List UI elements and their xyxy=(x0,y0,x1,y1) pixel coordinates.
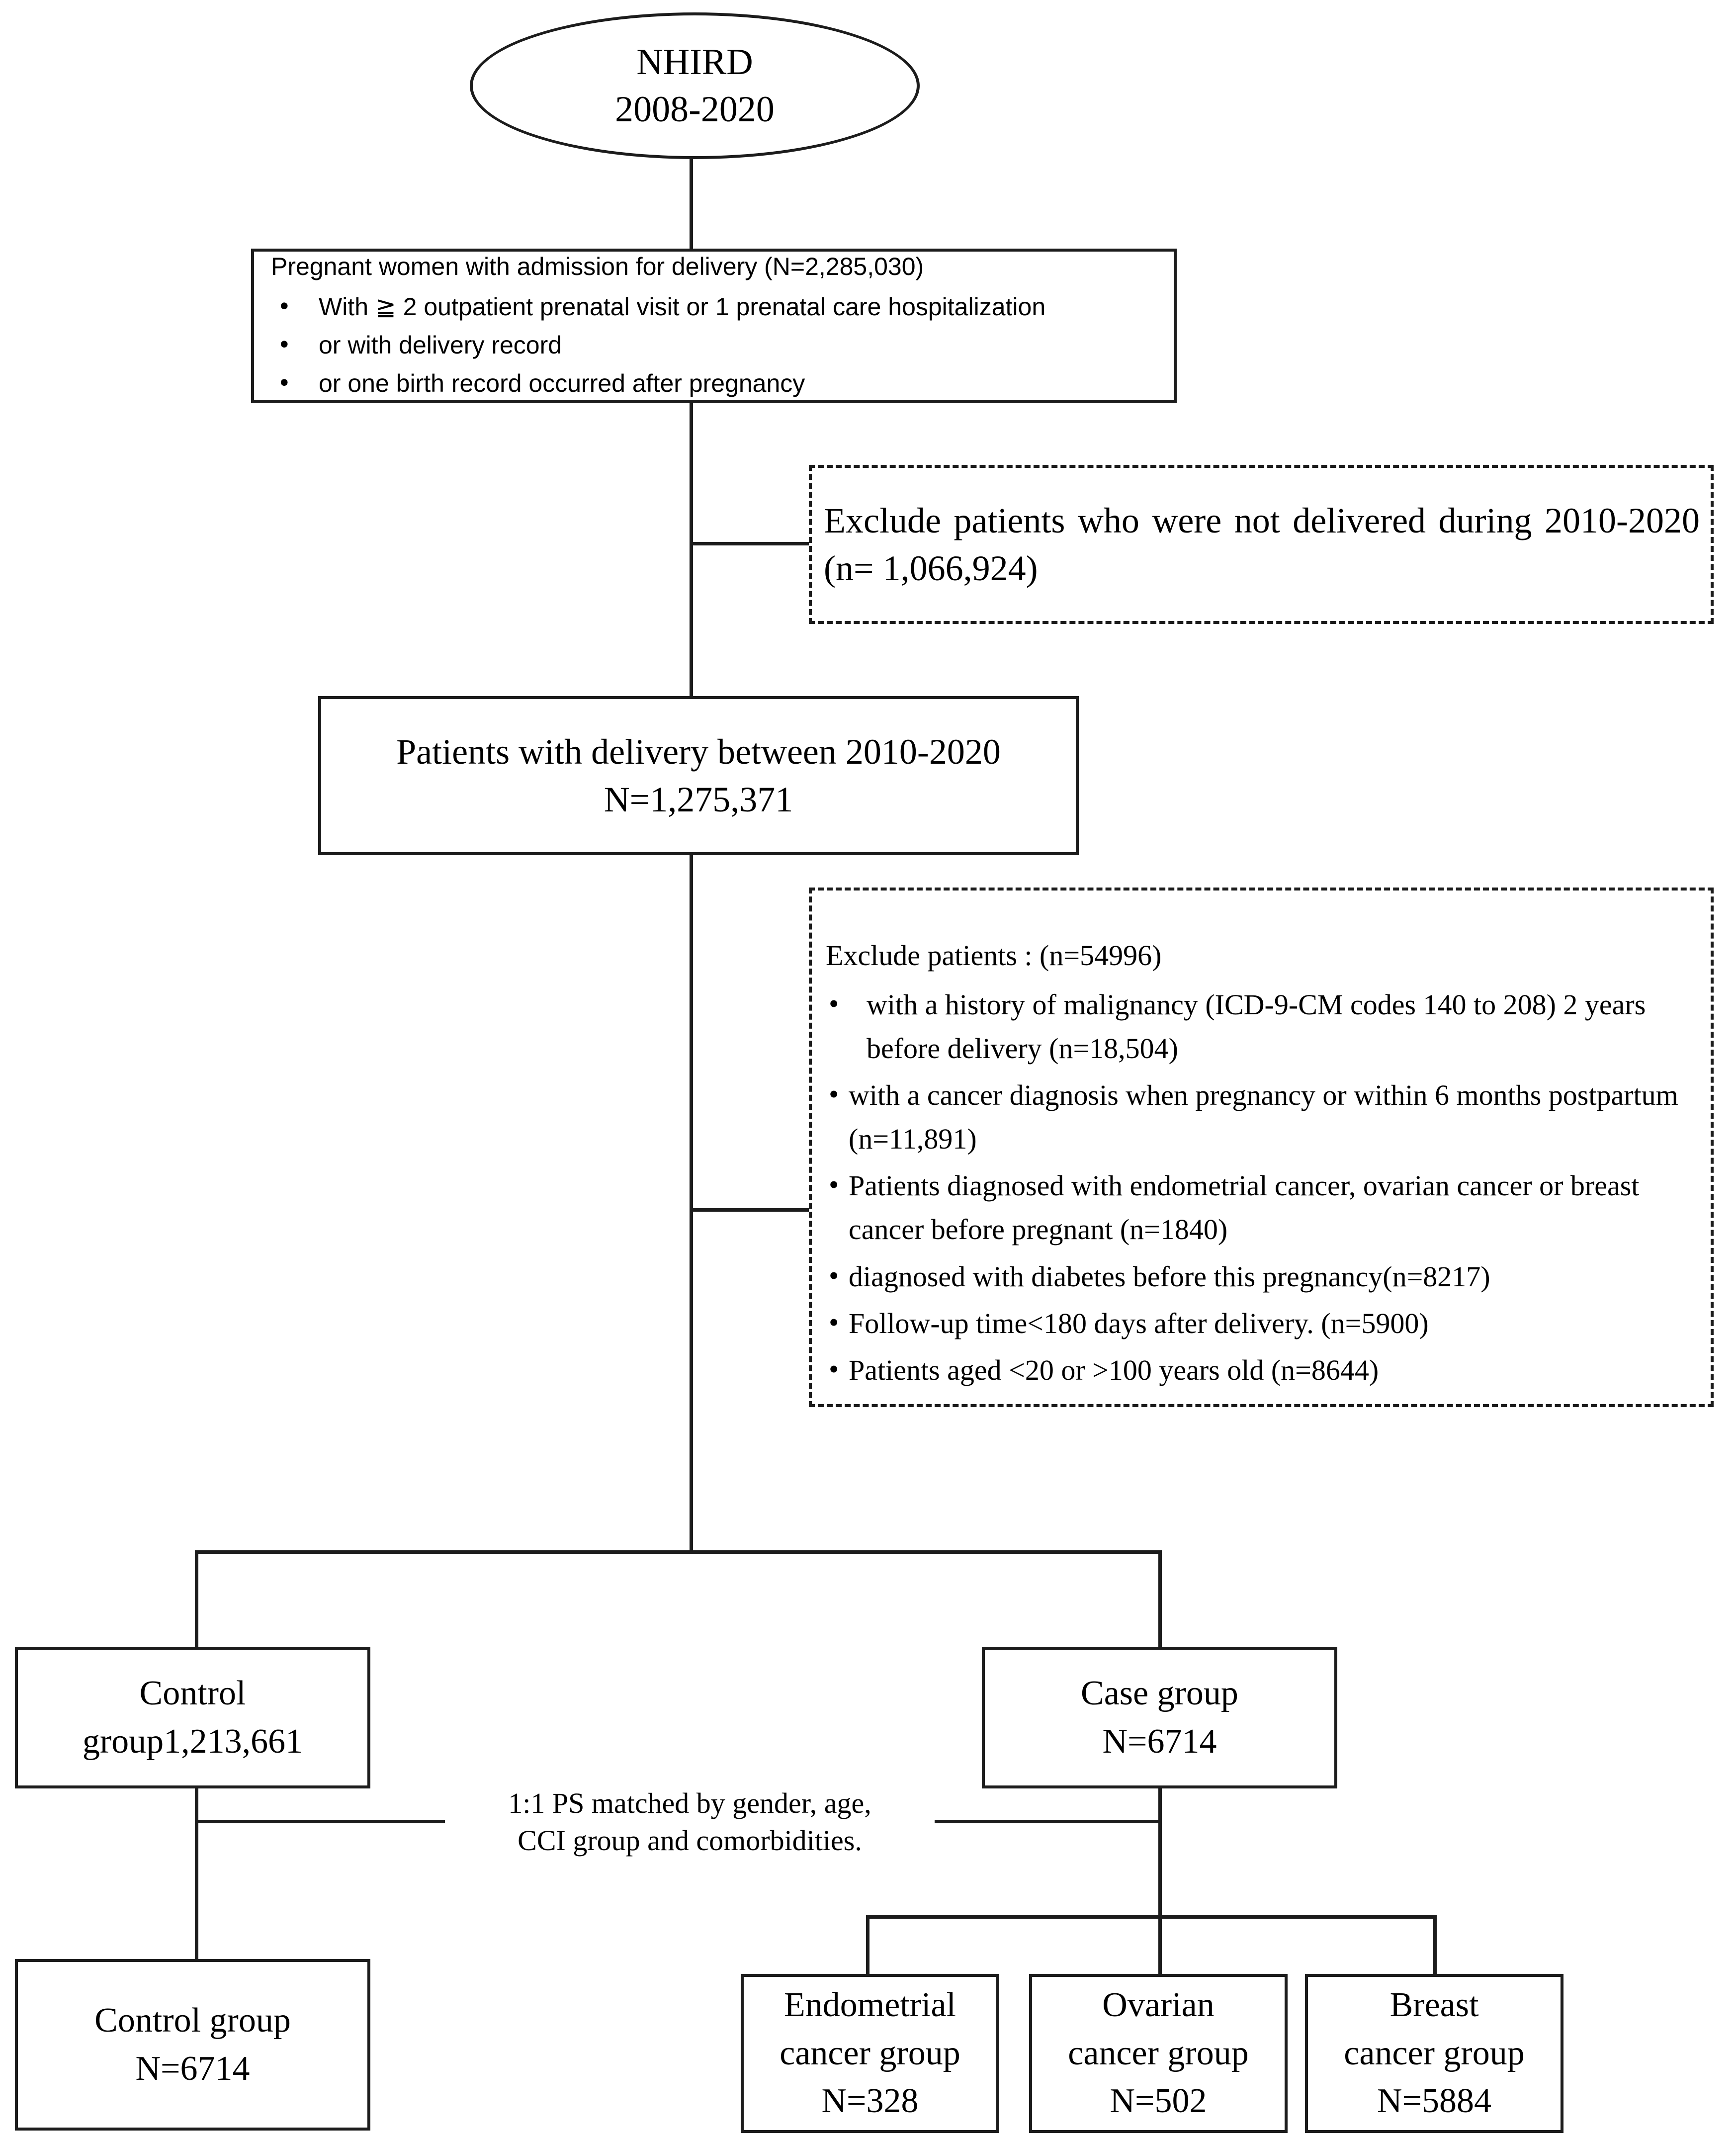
ovarian-line-1: Ovarian xyxy=(1102,1986,1215,2025)
connector-case-group-down xyxy=(1158,1788,1162,1915)
source-population-header: Pregnant women with admission for delive… xyxy=(271,253,924,280)
list-item: with a cancer diagnosis when pregnancy o… xyxy=(826,1072,1706,1161)
breast-line-3: N=5884 xyxy=(1377,2082,1492,2121)
connector-eligible-to-split xyxy=(690,855,693,1551)
list-item: with a history of malignancy (ICD-9-CM c… xyxy=(826,982,1706,1070)
ovarian-line-2: cancer group xyxy=(1068,2034,1249,2072)
connector-outcome-drop-ovarian xyxy=(1158,1915,1162,1976)
node-breast-cancer-group: Breast cancer group N=5884 xyxy=(1305,1974,1563,2133)
list-item: Follow-up time<180 days after delivery. … xyxy=(826,1301,1706,1345)
connector-outcome-split-bar xyxy=(866,1915,1437,1919)
connector-branch-exclusion-2 xyxy=(690,1208,811,1212)
node-control-pool: Control group1,213,661 xyxy=(15,1647,370,1788)
eligible-line-1: Patients with delivery between 2010-2020 xyxy=(396,731,1001,772)
breast-line-1: Breast xyxy=(1389,1986,1479,2025)
exclusion-1-text: Exclude patients who were not delivered … xyxy=(824,500,1700,588)
node-nhird-source: NHIRD 2008-2020 xyxy=(470,12,920,159)
control-matched-line-2: N=6714 xyxy=(135,2049,250,2088)
connector-split-left-drop xyxy=(195,1550,198,1650)
endometrial-line-3: N=328 xyxy=(821,2082,919,2121)
ps-matching-line-1: 1:1 PS matched by gender, age, xyxy=(508,1787,871,1819)
node-case-group: Case group N=6714 xyxy=(982,1647,1337,1788)
connector-outcome-drop-breast xyxy=(1433,1915,1437,1976)
list-item: or one birth record occurred after pregn… xyxy=(271,365,1045,401)
node-exclusion-criteria-list: Exclude patients : (n=54996) with a hist… xyxy=(809,888,1714,1407)
nhird-label: NHIRD xyxy=(636,41,753,83)
endometrial-line-2: cancer group xyxy=(780,2034,960,2072)
ovarian-line-3: N=502 xyxy=(1110,2082,1207,2121)
node-endometrial-cancer-group: Endometrial cancer group N=328 xyxy=(741,1974,999,2133)
node-eligible-deliveries: Patients with delivery between 2010-2020… xyxy=(318,696,1079,855)
label-ps-matching: 1:1 PS matched by gender, age, CCI group… xyxy=(445,1782,935,1862)
node-control-matched: Control group N=6714 xyxy=(15,1959,370,2131)
case-group-line-2: N=6714 xyxy=(1102,1722,1217,1761)
case-group-line-1: Case group xyxy=(1081,1674,1238,1712)
breast-line-2: cancer group xyxy=(1344,2034,1525,2072)
ps-matching-line-2: CCI group and comorbidities. xyxy=(518,1824,862,1857)
node-ovarian-cancer-group: Ovarian cancer group N=502 xyxy=(1029,1974,1288,2133)
list-item: With ≧ 2 outpatient prenatal visit or 1 … xyxy=(271,288,1045,325)
connector-split-right-drop xyxy=(1158,1550,1162,1650)
connector-oval-to-source xyxy=(690,159,693,251)
exclusion-2-header: Exclude patients : (n=54996) xyxy=(826,939,1162,972)
node-source-population: Pregnant women with admission for delive… xyxy=(251,249,1177,403)
list-item: or with delivery record xyxy=(271,327,1045,363)
node-exclusion-not-delivered: Exclude patients who were not delivered … xyxy=(809,465,1714,624)
list-item: diagnosed with diabetes before this preg… xyxy=(826,1254,1706,1299)
control-pool-line-1: Control xyxy=(139,1674,246,1712)
list-item: Patients aged <20 or >100 years old (n=8… xyxy=(826,1347,1706,1392)
connector-outcome-drop-endometrial xyxy=(866,1915,869,1976)
exclusion-2-criteria: with a history of malignancy (ICD-9-CM c… xyxy=(826,982,1706,1395)
connector-control-pool-down xyxy=(195,1788,198,1960)
list-item: Patients diagnosed with endometrial canc… xyxy=(826,1163,1706,1251)
endometrial-line-1: Endometrial xyxy=(783,1986,956,2025)
connector-source-to-eligible xyxy=(690,403,693,701)
connector-split-bar xyxy=(195,1550,1162,1554)
connector-match-note-left xyxy=(195,1820,448,1823)
eligible-line-2: N=1,275,371 xyxy=(604,780,793,819)
connector-match-note-right xyxy=(922,1820,1160,1823)
nhird-years: 2008-2020 xyxy=(615,89,775,130)
connector-branch-exclusion-1 xyxy=(690,542,811,545)
source-population-criteria: With ≧ 2 outpatient prenatal visit or 1 … xyxy=(271,288,1045,404)
control-matched-line-1: Control group xyxy=(94,2001,291,2040)
control-pool-line-2: group1,213,661 xyxy=(82,1722,303,1761)
